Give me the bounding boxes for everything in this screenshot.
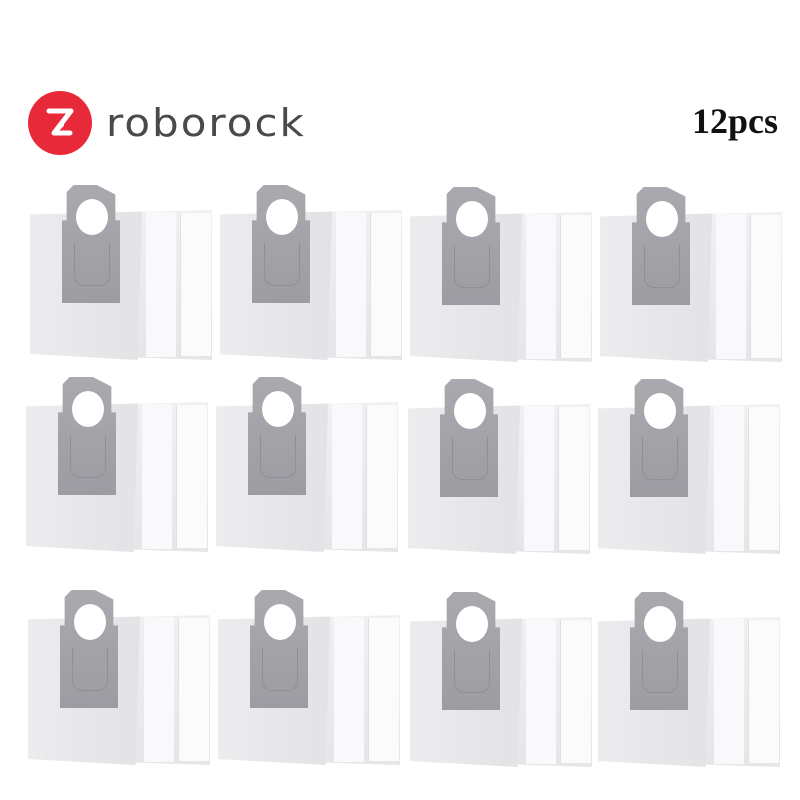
dust-bag [30, 185, 216, 375]
bag-tab-outline [642, 437, 678, 480]
brand-name: roborock [106, 100, 306, 146]
bag-side-panel [142, 404, 172, 549]
bag-cardboard-tab [630, 379, 688, 497]
bag-side-panel [714, 406, 744, 551]
bag-tab-outline [454, 650, 490, 693]
bag-tab-outline [72, 648, 108, 691]
dust-bag [216, 377, 402, 567]
bag-side-panel [526, 619, 556, 764]
bag-intake-hole [454, 393, 486, 429]
bag-intake-hole [456, 606, 488, 642]
roborock-logo: roborock [28, 91, 306, 155]
dust-bag [26, 377, 212, 567]
bag-cardboard-tab [440, 379, 498, 497]
bag-side-panel [366, 405, 397, 548]
bag-side-panel [144, 617, 174, 762]
bag-intake-hole [262, 391, 294, 427]
bag-side-panel [716, 214, 746, 359]
bag-side-panel [332, 404, 362, 549]
bag-cardboard-tab [248, 377, 306, 495]
dust-bag [220, 185, 406, 375]
bag-side-panel [176, 405, 207, 548]
bag-cardboard-tab [442, 592, 500, 710]
bag-cardboard-tab [62, 185, 120, 303]
bag-tab-outline [454, 245, 490, 288]
dust-bag [600, 187, 786, 377]
bag-tab-outline [452, 437, 488, 480]
bag-cardboard-tab [442, 187, 500, 305]
bag-side-panel [558, 407, 589, 550]
bag-side-panel [714, 619, 744, 764]
bag-side-panel [526, 214, 556, 359]
bag-cardboard-tab [60, 590, 118, 708]
bag-side-panel [370, 213, 401, 356]
bag-intake-hole [74, 604, 106, 640]
bag-intake-hole [72, 391, 104, 427]
bag-intake-hole [266, 199, 298, 235]
bag-cardboard-tab [630, 592, 688, 710]
bag-tab-outline [264, 243, 300, 286]
bag-side-panel [748, 620, 779, 763]
dust-bag [410, 592, 596, 782]
bag-cardboard-tab [252, 185, 310, 303]
bag-tab-outline [70, 435, 106, 478]
bag-side-panel [180, 213, 211, 356]
bag-side-panel [146, 212, 176, 357]
bag-intake-hole [644, 606, 676, 642]
dust-bag [598, 379, 784, 569]
dust-bag [408, 379, 594, 569]
bag-intake-hole [646, 201, 678, 237]
bag-side-panel [334, 617, 364, 762]
bag-tab-outline [642, 650, 678, 693]
bag-side-panel [748, 407, 779, 550]
dust-bag [410, 187, 596, 377]
bag-side-panel [368, 618, 399, 761]
bag-intake-hole [76, 199, 108, 235]
roborock-z-icon [28, 91, 92, 155]
bag-side-panel [560, 215, 591, 358]
bag-intake-hole [644, 393, 676, 429]
bag-tab-outline [644, 245, 680, 288]
dust-bag [28, 590, 214, 780]
bag-side-panel [750, 215, 781, 358]
bag-cardboard-tab [250, 590, 308, 708]
dust-bag [218, 590, 404, 780]
bag-intake-hole [456, 201, 488, 237]
bag-side-panel [524, 406, 554, 551]
bag-cardboard-tab [632, 187, 690, 305]
quantity-label: 12pcs [691, 101, 778, 141]
bag-tab-outline [262, 648, 298, 691]
bag-tab-outline [74, 243, 110, 286]
bag-side-panel [560, 620, 591, 763]
bag-side-panel [178, 618, 209, 761]
dust-bag [598, 592, 784, 782]
bag-tab-outline [260, 435, 296, 478]
bag-cardboard-tab [58, 377, 116, 495]
bag-side-panel [336, 212, 366, 357]
bag-intake-hole [264, 604, 296, 640]
